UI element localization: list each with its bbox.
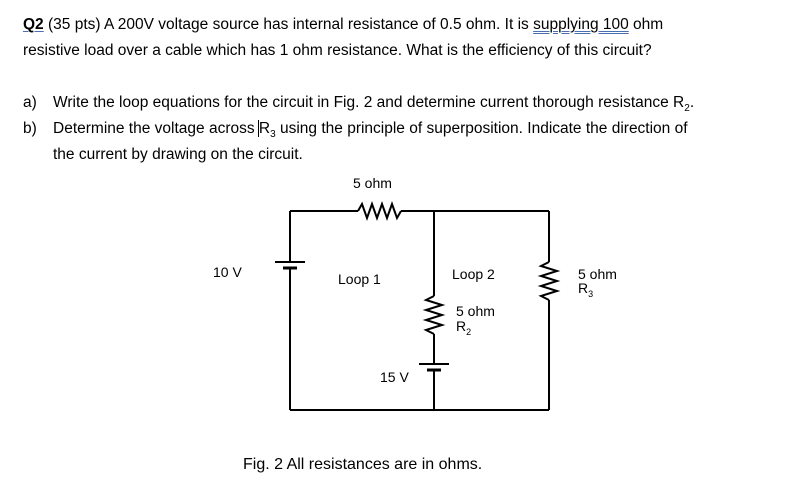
- part-b-after: using the principle of superposition. In…: [275, 120, 688, 137]
- part-b-sub: 3: [270, 129, 276, 141]
- r3-zigzag: [537, 261, 561, 301]
- r2-zigzag: [422, 295, 446, 335]
- loop2-label: Loop 2: [452, 266, 495, 282]
- part-a-text: Write the loop equations for the circuit…: [53, 94, 694, 114]
- question-text-1: (35 pts) A 200V voltage source has inter…: [43, 16, 534, 33]
- part-b-before: Determine the voltage across: [53, 120, 259, 137]
- source2-label: 15 V: [380, 369, 409, 385]
- part-b-text: Determine the voltage across R3 using th…: [53, 120, 688, 140]
- r2-name-label: R2: [456, 318, 471, 337]
- question-line-2: resistive load over a cable which has 1 …: [23, 42, 652, 59]
- top-resistor-zigzag: [357, 201, 402, 221]
- loop1-label: Loop 1: [338, 271, 381, 287]
- figure-caption: Fig. 2 All resistances are in ohms.: [243, 456, 483, 473]
- part-b-r: R: [258, 120, 271, 137]
- r2-name: R: [456, 318, 467, 334]
- question-number: Q2: [23, 16, 44, 33]
- question-line-1: Q2 (35 pts) A 200V voltage source has in…: [23, 16, 663, 34]
- part-b-marker: b): [23, 120, 37, 137]
- source1-label: 10 V: [213, 264, 242, 280]
- r3-name: R: [578, 280, 589, 296]
- underlined-text: supplying 100: [533, 16, 629, 33]
- r2-value-label: 5 ohm: [456, 303, 495, 319]
- r3-value-label: 5 ohm: [578, 266, 617, 282]
- part-a-marker: a): [23, 94, 37, 111]
- question-text-1-end: ohm: [628, 16, 664, 33]
- part-a-body: Write the loop equations for the circuit…: [53, 94, 685, 111]
- r3-sub: 3: [588, 288, 594, 299]
- top-resistor-label: 5 ohm: [353, 175, 392, 191]
- part-a-tail: .: [689, 94, 695, 111]
- r3-name-label: R3: [578, 280, 593, 299]
- part-b-continuation: the current by drawing on the circuit.: [53, 146, 303, 163]
- part-a-sub: 2: [684, 103, 690, 115]
- r2-sub: 2: [466, 326, 472, 337]
